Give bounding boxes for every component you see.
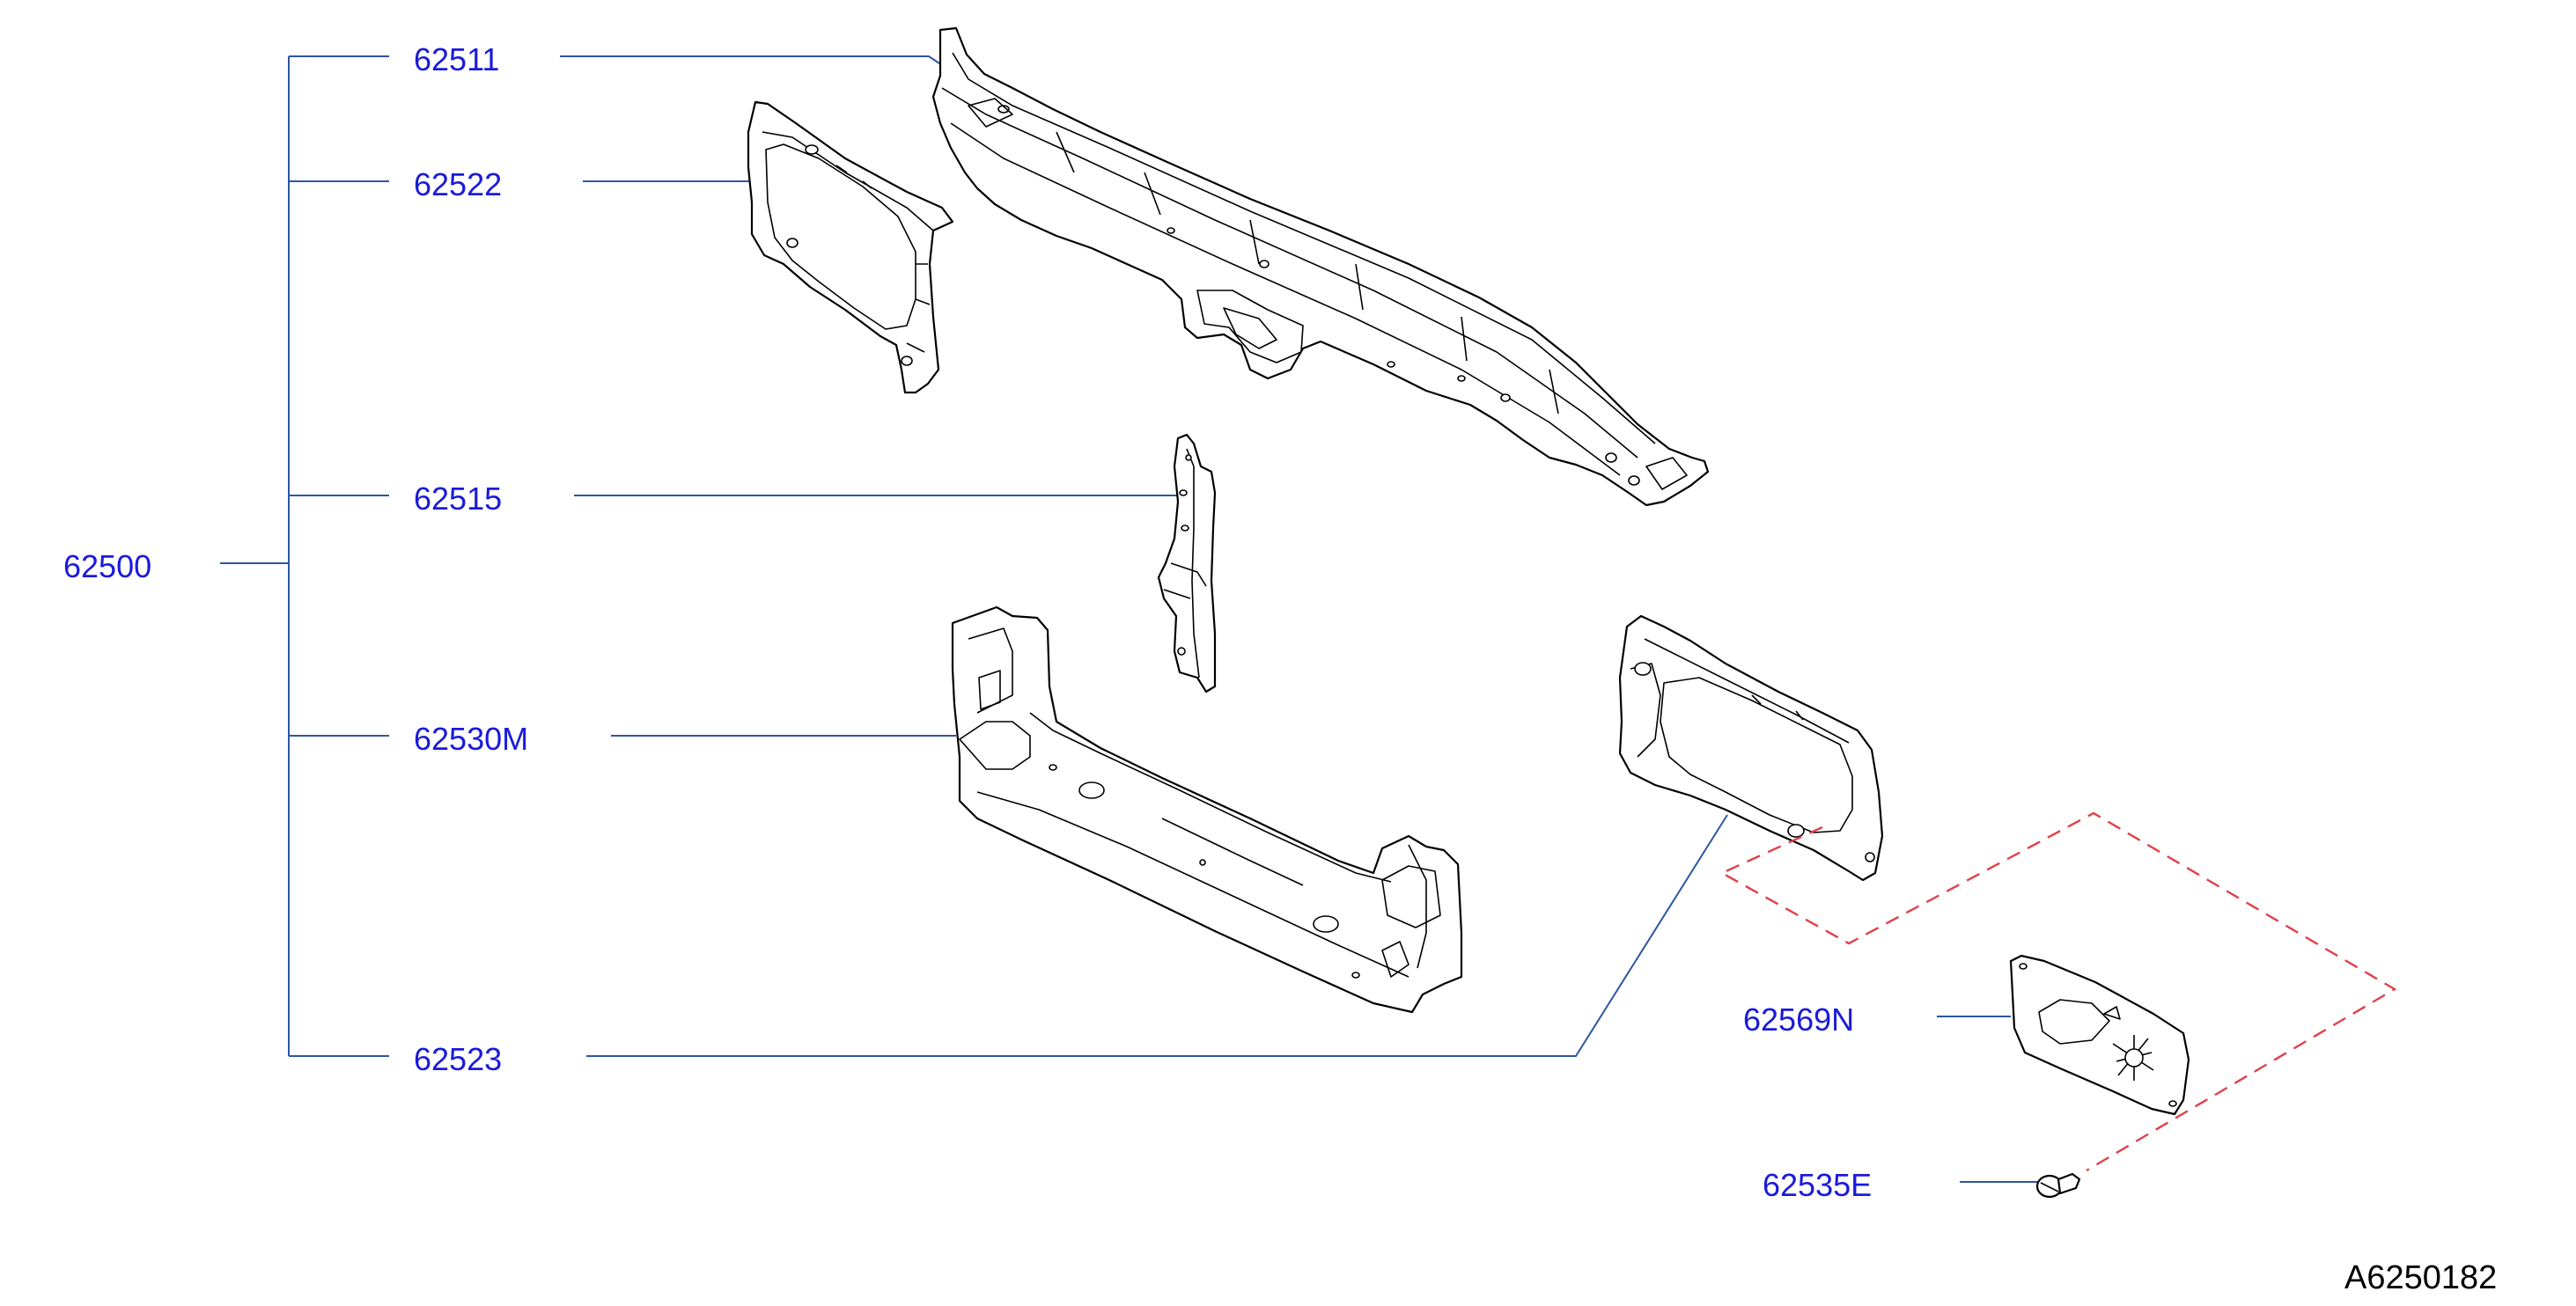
cover-plate-part xyxy=(2009,954,2190,1116)
upper-support-part xyxy=(931,26,1710,507)
lower-support-part xyxy=(951,605,1463,1014)
label-62523: 62523 xyxy=(414,1041,502,1077)
assembly-reference-lines xyxy=(1719,811,2397,1172)
label-62515: 62515 xyxy=(414,481,502,517)
clip-part xyxy=(2035,1172,2081,1199)
center-stay-part xyxy=(1157,433,1217,693)
callout-labels: 62500 62511 62522 62515 62530M 62523 625… xyxy=(63,41,2497,1296)
label-62500: 62500 xyxy=(63,548,151,584)
label-62530M: 62530M xyxy=(414,721,528,757)
right-side-panel-part xyxy=(1618,614,1884,882)
label-62535E: 62535E xyxy=(1763,1167,1872,1203)
label-62522: 62522 xyxy=(414,166,502,202)
left-side-panel-part xyxy=(747,100,954,394)
label-62511: 62511 xyxy=(414,41,499,77)
diagram-code: A6250182 xyxy=(2344,1259,2497,1296)
label-62569N: 62569N xyxy=(1743,1002,1854,1038)
leader-lines xyxy=(220,55,2039,1183)
